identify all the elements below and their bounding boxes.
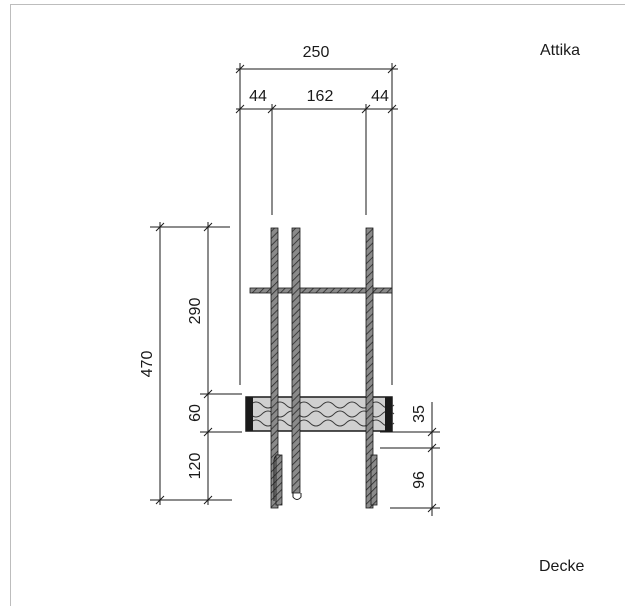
top-dimension-lines [235, 63, 398, 385]
dim-lower: 120 [187, 453, 204, 480]
dim-middle: 162 [307, 88, 334, 105]
left-dimension-lines [150, 222, 242, 505]
dim-upper: 290 [187, 298, 204, 325]
label-decke: Decke [539, 558, 584, 575]
dim-right-top: 35 [411, 405, 428, 423]
dim-total-height: 470 [139, 351, 156, 378]
dim-right-bottom: 96 [411, 471, 428, 489]
drawing-frame [10, 4, 625, 606]
rebar-center [291, 227, 302, 500]
rebar-right [365, 227, 378, 509]
horizontal-rebar [249, 287, 393, 294]
dim-right-edge: 44 [371, 88, 389, 105]
label-attika: Attika [540, 42, 580, 59]
dim-total-width: 250 [303, 44, 330, 61]
rebar-left [270, 227, 283, 509]
dim-insulation: 60 [187, 404, 204, 422]
right-dimension-lines [380, 402, 440, 516]
dim-left-edge: 44 [249, 88, 267, 105]
